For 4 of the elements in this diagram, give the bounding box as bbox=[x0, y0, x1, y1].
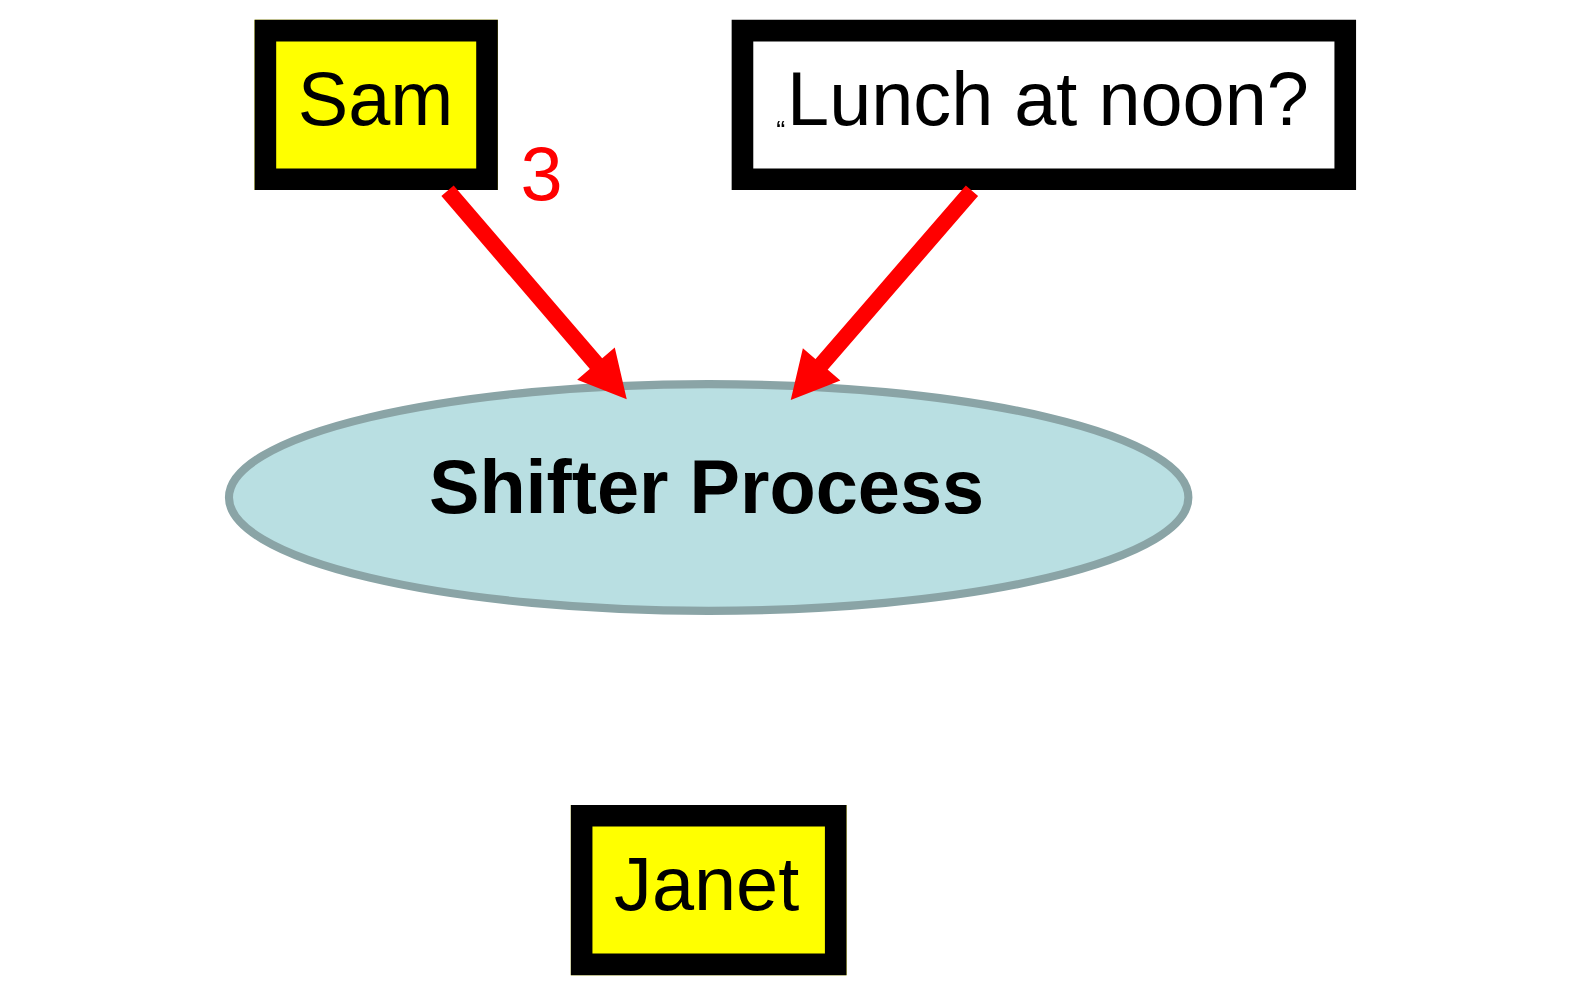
arrow bbox=[790, 184, 979, 400]
edge-label: 3 bbox=[520, 130, 563, 216]
node-ellipse: Shifter Process bbox=[224, 379, 1193, 615]
arrow bbox=[441, 184, 627, 399]
